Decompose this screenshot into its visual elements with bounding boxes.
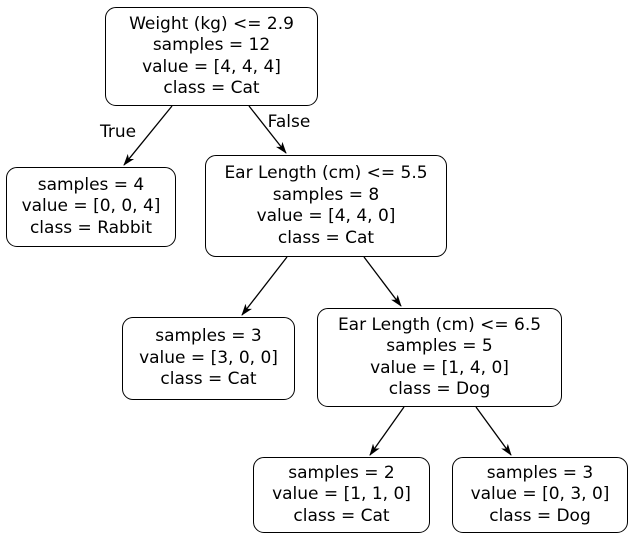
node-class: class = Dog	[388, 379, 491, 399]
tree-node-ear-length-5-5: Ear Length (cm) <= 5.5 samples = 8 value…	[205, 155, 447, 257]
tree-node-leaf-cat-3: samples = 3 value = [3, 0, 0] class = Ca…	[122, 317, 295, 400]
node-class: class = Cat	[160, 369, 257, 390]
node-class: class = Dog	[489, 505, 591, 526]
edge-ear5-to-cat3	[241, 256, 288, 316]
node-samples: samples = 4	[37, 174, 145, 195]
node-value: value = [1, 1, 0]	[272, 484, 411, 505]
node-samples: samples = 3	[155, 326, 262, 347]
node-samples: samples = 12	[152, 35, 271, 55]
node-class: class = Rabbit	[29, 217, 153, 238]
edge-ear6-to-cat2	[369, 406, 405, 456]
node-class: class = Cat	[163, 78, 260, 98]
node-value: value = [4, 4, 4]	[142, 56, 281, 77]
edge-ear6-to-dog3	[475, 406, 512, 456]
edge-label-false: False	[267, 112, 311, 132]
node-value: value = [1, 4, 0]	[370, 357, 509, 378]
node-value: value = [0, 3, 0]	[470, 484, 610, 505]
tree-node-root: Weight (kg) <= 2.9 samples = 12 value = …	[105, 7, 318, 106]
node-condition: Weight (kg) <= 2.9	[129, 13, 294, 34]
node-samples: samples = 8	[272, 184, 380, 205]
node-class: class = Cat	[277, 227, 375, 248]
tree-node-ear-length-6-5: Ear Length (cm) <= 6.5 samples = 5 value…	[317, 308, 562, 407]
edge-ear5-to-ear6	[363, 256, 402, 307]
tree-node-leaf-dog-3: samples = 3 value = [0, 3, 0] class = Do…	[452, 457, 628, 533]
node-value: value = [0, 0, 4]	[21, 196, 161, 217]
edge-root-to-rabbit	[123, 105, 173, 166]
tree-node-leaf-rabbit: samples = 4 value = [0, 0, 4] class = Ra…	[6, 167, 176, 247]
node-condition: Ear Length (cm) <= 5.5	[224, 163, 428, 183]
tree-node-leaf-cat-2: samples = 2 value = [1, 1, 0] class = Ca…	[253, 457, 430, 533]
node-samples: samples = 2	[288, 462, 395, 483]
node-class: class = Cat	[293, 505, 390, 526]
node-value: value = [4, 4, 0]	[256, 206, 396, 226]
node-samples: samples = 3	[486, 462, 594, 483]
edge-label-true: True	[99, 122, 137, 142]
node-condition: Ear Length (cm) <= 6.5	[337, 314, 542, 335]
node-samples: samples = 5	[386, 336, 493, 356]
edge-root-to-ear5	[248, 105, 287, 154]
node-value: value = [3, 0, 0]	[139, 347, 278, 368]
